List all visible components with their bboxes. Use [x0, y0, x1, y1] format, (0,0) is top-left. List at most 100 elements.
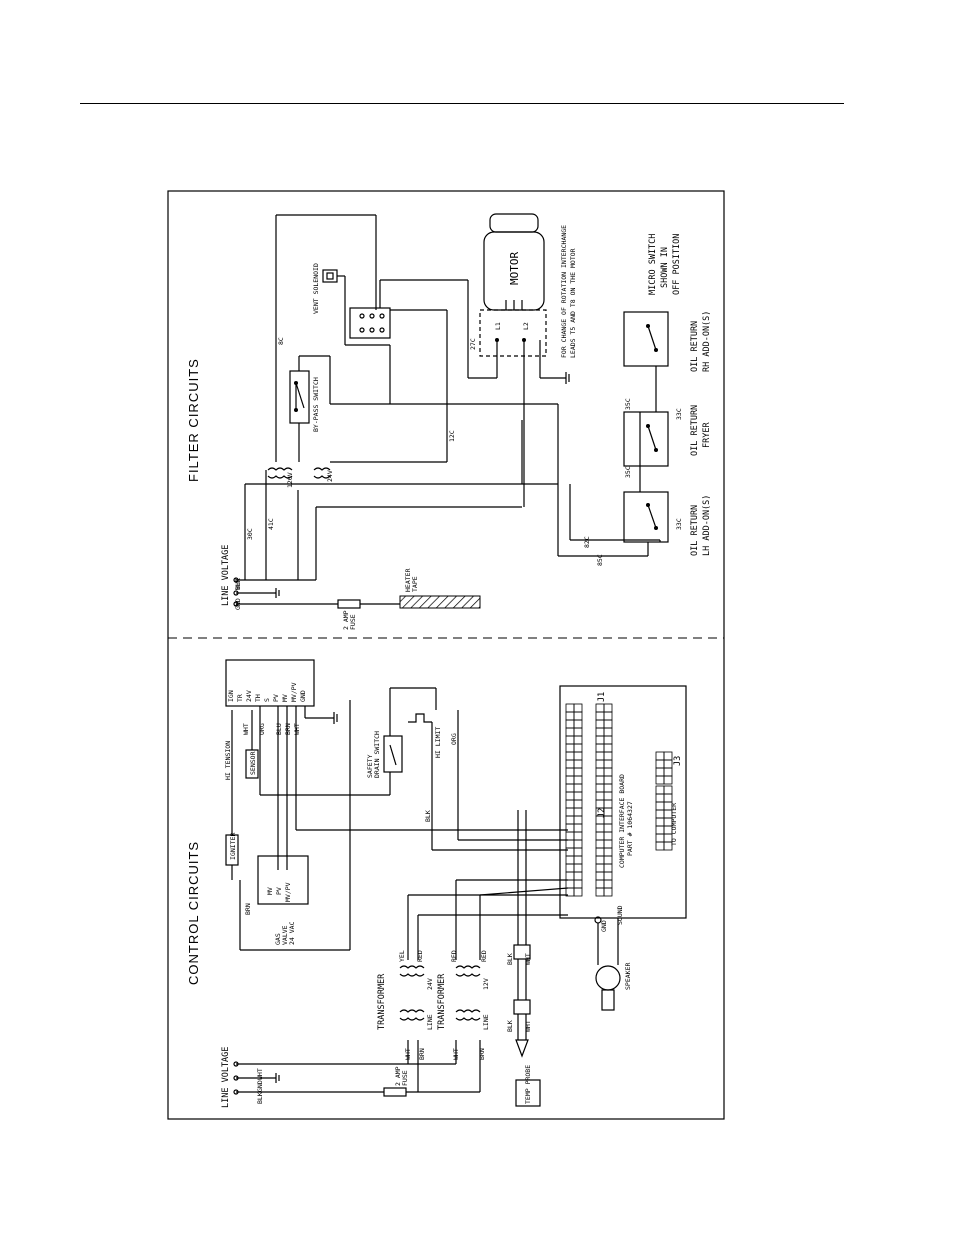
bypass-switch-label: BY-PASS SWITCH — [312, 377, 320, 432]
j3-pin — [663, 759, 673, 769]
j3-pin — [663, 785, 673, 795]
probe-blk: BLK — [506, 1020, 514, 1032]
j1-pin — [573, 759, 583, 769]
j1-pin — [573, 767, 583, 777]
j1-pin — [573, 703, 583, 713]
j1-pin — [573, 735, 583, 745]
control-title: CONTROL CIRCUITS — [186, 841, 201, 985]
filter-fuse-label: 2 AMP — [342, 610, 350, 630]
j1-pin — [603, 767, 613, 777]
xf2-brn: BRN — [478, 1048, 486, 1060]
j1-label: J1 — [597, 692, 607, 702]
connector-j1 — [565, 703, 613, 801]
j2-pin — [603, 823, 613, 833]
heater-tape — [399, 595, 481, 609]
wire-8c: 8C — [277, 337, 285, 345]
j1-pin — [565, 743, 575, 753]
j2-pin — [595, 887, 605, 897]
board-label: COMPUTER INTERFACE BOARD — [618, 774, 626, 868]
temp-probe-label: TEMP PROBE — [524, 1065, 532, 1104]
j1-pin — [603, 735, 613, 745]
control-transformer-12v: TRANSFORMER LINE 12V WHT BRN RED RED — [437, 950, 490, 1060]
j1-pin — [595, 759, 605, 769]
diagram-frame — [167, 190, 725, 1120]
j2-pin — [603, 871, 613, 881]
j1-pin — [595, 783, 605, 793]
j2-pin — [565, 823, 575, 833]
j3-pin — [655, 751, 665, 761]
micro-switch-fryer — [623, 411, 669, 467]
sound-label: SOUND — [616, 905, 624, 925]
gv-pv: PV — [275, 887, 283, 895]
j2-pin — [595, 823, 605, 833]
wire-33c-a: 33C — [675, 408, 683, 420]
j2-pin — [595, 847, 605, 857]
j2-pin — [595, 863, 605, 873]
xf2-label: TRANSFORMER — [437, 973, 447, 1030]
j1-pin — [565, 719, 575, 729]
wire-85c: 85C — [596, 554, 604, 566]
to-computer-label: TO COMPUTER — [670, 803, 678, 846]
filter-wire-wht: WHT — [234, 578, 242, 590]
ignition-module: IGN TR 24V TH S PV MV MV/PV GND — [225, 659, 315, 707]
j2-pin — [573, 839, 583, 849]
j1-pin — [573, 727, 583, 737]
j2-pin — [573, 831, 583, 841]
micro-switch-lh — [623, 491, 669, 543]
wire-30c: 30C — [246, 528, 254, 540]
j1-pin — [603, 751, 613, 761]
hi-tension-label: HI TENSION — [224, 741, 232, 780]
j1-pin — [603, 703, 613, 713]
control-circuits: CONTROL CIRCUITS LINE VOLTAGE WHT GND BL… — [186, 659, 687, 1108]
j3-pin — [663, 767, 673, 777]
j2-pin — [573, 879, 583, 889]
j2-pin — [573, 847, 583, 857]
j3-pin — [655, 759, 665, 769]
j2-pin — [565, 815, 575, 825]
j1-pin — [595, 711, 605, 721]
xf1-brn: BRN — [418, 1048, 426, 1060]
j1-pin — [565, 775, 575, 785]
j2-pin — [565, 871, 575, 881]
j2-pin — [603, 799, 613, 809]
filter-circuits: FILTER CIRCUITS LINE VOLTAGE WHT GND BLK… — [186, 213, 712, 630]
hi-limit-label: HI LIMIT — [434, 727, 442, 758]
j1-pin — [565, 727, 575, 737]
ign-term-s: S — [263, 698, 271, 702]
j1-pin — [595, 791, 605, 801]
oil-rh-label: OIL RETURN — [690, 321, 700, 372]
ign-org: ORG — [258, 723, 266, 735]
wire-82c: 82C — [583, 536, 591, 548]
j2-pin — [573, 815, 583, 825]
j2-pin — [565, 839, 575, 849]
xf2-red-2: RED — [480, 950, 488, 962]
wire-35c-a: 35C — [624, 398, 632, 410]
j1-pin — [565, 751, 575, 761]
micro-note-2: SHOWN IN — [660, 247, 670, 288]
xf1-wht: WHT — [404, 1048, 412, 1060]
ign-wht-2: WHT — [293, 723, 301, 735]
vent-solenoid: VENT SOLENOID — [312, 263, 391, 339]
filter-title: FILTER CIRCUITS — [186, 358, 201, 482]
j3-pin — [655, 825, 665, 835]
j2-pin — [603, 839, 613, 849]
j2-pin — [595, 839, 605, 849]
ign-term-ign: IGN — [227, 690, 235, 702]
hi-limit-blk: BLK — [424, 810, 432, 822]
j2-pin — [573, 863, 583, 873]
xf1-label: TRANSFORMER — [377, 973, 387, 1030]
heater-tape-label: HEATER — [404, 568, 412, 592]
bypass-switch: BY-PASS SWITCH — [289, 370, 320, 432]
hi-limit-org: ORG — [450, 733, 458, 745]
j3-pin — [655, 775, 665, 785]
ign-term-pv: PV — [272, 694, 280, 702]
j3-pin — [663, 775, 673, 785]
connector-j2 — [565, 799, 613, 897]
j2-pin — [595, 855, 605, 865]
j3-label: J3 — [673, 756, 683, 766]
heater-tape-label-2: TAPE — [411, 576, 419, 592]
ign-term-mv: MV — [281, 694, 289, 702]
xf1-24v: 24V — [426, 978, 434, 990]
oil-rh-label-2: RH ADD-ON(S) — [702, 311, 712, 372]
